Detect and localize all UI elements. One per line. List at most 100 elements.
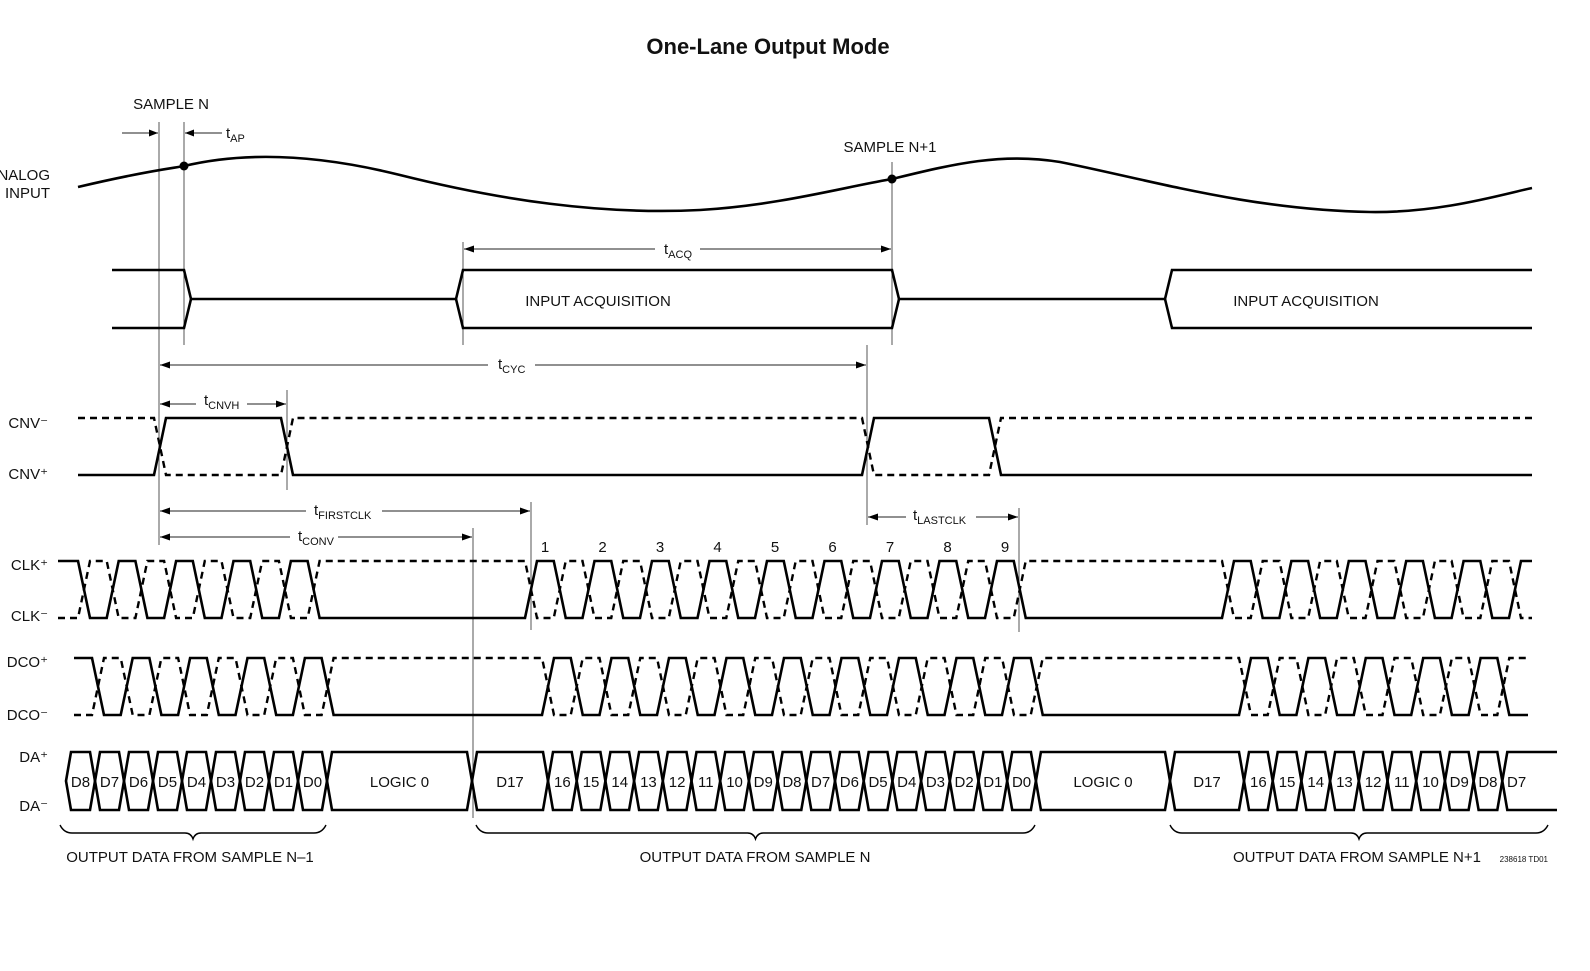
figure-id: 238618 TD01 xyxy=(1500,855,1549,864)
output-braces xyxy=(59,824,1549,842)
t-cnvh-dimension: tCNVH xyxy=(160,392,286,412)
da-cell-label: D8 xyxy=(71,774,90,791)
dco-waveform xyxy=(74,656,1528,717)
da-cell-label: D0 xyxy=(303,774,322,791)
signal-labels: ANALOG INPUT CNV⁻ CNV⁺ CLK⁺ CLK⁻ DCO⁺ DC… xyxy=(0,167,50,815)
da-cell-label: D9 xyxy=(754,774,773,791)
da-cell-label: D6 xyxy=(129,774,148,791)
dco-plus-trace xyxy=(74,656,1528,717)
t-ap-dimension: tAP xyxy=(122,125,245,145)
acq-bus-top xyxy=(112,268,1532,301)
da-cell-label: D9 xyxy=(1450,774,1469,791)
da-cell-label: D5 xyxy=(158,774,177,791)
brace-next xyxy=(1169,824,1549,842)
clock-number: 9 xyxy=(1001,539,1009,556)
label-dco-minus: DCO⁻ xyxy=(7,707,48,724)
da-cell-label: D2 xyxy=(955,774,974,791)
t-firstclk-label: tFIRSTCLK xyxy=(314,502,372,522)
brace-label-next: OUTPUT DATA FROM SAMPLE N+1 xyxy=(1233,849,1481,866)
da-cell-label: 15 xyxy=(583,774,600,791)
t-cyc-label: tCYC xyxy=(498,356,525,376)
da-cell-label: D8 xyxy=(782,774,801,791)
clk-plus-trace xyxy=(58,559,1532,620)
da-waveform: D8 D7 D6 D5 D4 D3 D2 D1 D0 LOGIC 0 D17 16 15 14 13 12 11… xyxy=(64,750,1557,812)
da-cell-label: D4 xyxy=(897,774,916,791)
da-cell-label: D1 xyxy=(983,774,1002,791)
label-cnv-plus: CNV⁺ xyxy=(8,466,48,483)
da-cell-label: D6 xyxy=(840,774,859,791)
da-cell-label: D3 xyxy=(926,774,945,791)
guide-lines xyxy=(158,122,1020,818)
da-cell-label: D7 xyxy=(811,774,830,791)
clk-waveform xyxy=(58,559,1532,620)
clock-number: 8 xyxy=(943,539,951,556)
brace-label-prev: OUTPUT DATA FROM SAMPLE N–1 xyxy=(66,849,314,866)
clk-minus-trace xyxy=(58,559,1532,620)
da-cell-label: 12 xyxy=(1365,774,1382,791)
da-cell-label: D2 xyxy=(245,774,264,791)
sample-n1-point xyxy=(887,174,897,184)
da-cell-label: D1 xyxy=(274,774,293,791)
label-analog-input-line1: ANALOG xyxy=(0,167,50,184)
t-acq-dimension: tACQ xyxy=(464,241,891,261)
da-cell-label: D7 xyxy=(1507,774,1526,791)
cnv-plus-trace xyxy=(78,416,1532,477)
t-acq-label: tACQ xyxy=(664,241,692,261)
da-cell-label: 13 xyxy=(1336,774,1353,791)
da-cell-label: D7 xyxy=(100,774,119,791)
brace-label-current: OUTPUT DATA FROM SAMPLE N xyxy=(640,849,871,866)
label-da-minus: DA⁻ xyxy=(19,798,48,815)
clock-number: 5 xyxy=(771,539,779,556)
label-da-plus: DA⁺ xyxy=(19,749,48,766)
diagram-title: One-Lane Output Mode xyxy=(646,34,889,59)
label-dco-plus: DCO⁺ xyxy=(7,654,48,671)
acquisition-label-1: INPUT ACQUISITION xyxy=(525,293,671,310)
cnv-minus-trace xyxy=(78,416,1532,477)
da-cell-label: 11 xyxy=(1394,774,1410,791)
label-cnv-minus: CNV⁻ xyxy=(8,415,48,432)
da-cell-label: D8 xyxy=(1478,774,1497,791)
da-cell-label: 16 xyxy=(1250,774,1267,791)
cnv-waveform xyxy=(78,416,1532,477)
da-cell-label: D4 xyxy=(187,774,206,791)
sample-n1-label: SAMPLE N+1 xyxy=(844,139,937,156)
da-cell-label: 16 xyxy=(554,774,571,791)
analog-input-waveform xyxy=(77,155,1533,214)
label-analog-input-line2: INPUT xyxy=(5,185,50,202)
clock-number: 7 xyxy=(886,539,894,556)
da-cell-label: D5 xyxy=(868,774,887,791)
label-clk-minus: CLK⁻ xyxy=(11,608,48,625)
da-cell-label: 14 xyxy=(611,774,628,791)
acq-bus-bottom xyxy=(112,298,1532,330)
label-clk-plus: CLK⁺ xyxy=(11,557,48,574)
da-cell-label: 13 xyxy=(640,774,657,791)
da-cell-label: 10 xyxy=(726,774,743,791)
clock-number: 2 xyxy=(598,539,606,556)
t-cyc-dimension: tCYC xyxy=(160,356,866,376)
brace-current xyxy=(475,824,1036,842)
da-cell-label: D17 xyxy=(1193,774,1221,791)
t-firstclk-dimension: tFIRSTCLK xyxy=(160,502,530,522)
t-ap-label: tAP xyxy=(226,125,245,145)
brace-prev xyxy=(59,824,327,842)
sample-n-label: SAMPLE N xyxy=(133,96,209,113)
da-cell-shape xyxy=(1500,750,1557,812)
da-cell-label: 10 xyxy=(1422,774,1439,791)
dco-minus-trace xyxy=(74,656,1528,717)
da-cell-label: D3 xyxy=(216,774,235,791)
da-cell-label: 15 xyxy=(1279,774,1296,791)
clock-number: 6 xyxy=(828,539,836,556)
clock-number: 1 xyxy=(541,539,549,556)
t-cnvh-label: tCNVH xyxy=(204,392,239,412)
da-cell-label: LOGIC 0 xyxy=(1073,774,1132,791)
da-cell-label: D0 xyxy=(1012,774,1031,791)
da-cell-label: LOGIC 0 xyxy=(370,774,429,791)
clock-number: 4 xyxy=(713,539,721,556)
da-cell-label: D17 xyxy=(496,774,524,791)
clock-numbers: 1 2 3 4 5 6 7 8 9 xyxy=(541,539,1009,556)
clock-number: 3 xyxy=(656,539,664,556)
t-lastclk-dimension: tLASTCLK xyxy=(868,507,1018,527)
da-cell-label: 11 xyxy=(698,774,714,791)
da-cell-label: 12 xyxy=(669,774,686,791)
